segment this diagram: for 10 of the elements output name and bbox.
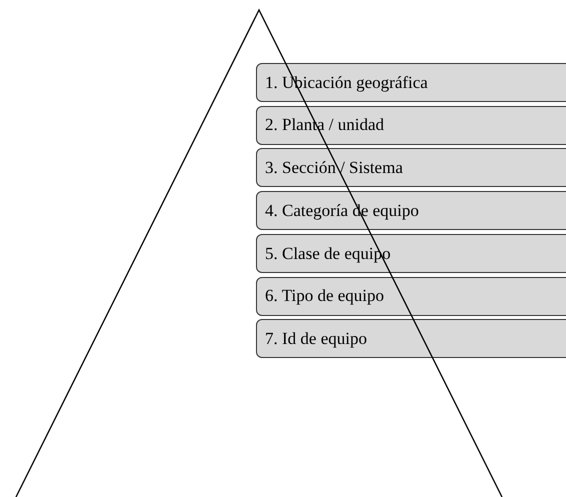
level-box <box>256 148 566 188</box>
level-box <box>256 191 566 230</box>
level-box <box>256 106 566 145</box>
level-box <box>256 319 566 358</box>
level-box <box>256 276 566 316</box>
level-label: 7. Id de equipo <box>265 328 367 350</box>
level-box <box>256 63 566 102</box>
level-label: 6. Tipo de equipo <box>265 285 384 308</box>
level-label: 3. Sección / Sistema <box>265 157 403 180</box>
level-box <box>256 234 566 273</box>
